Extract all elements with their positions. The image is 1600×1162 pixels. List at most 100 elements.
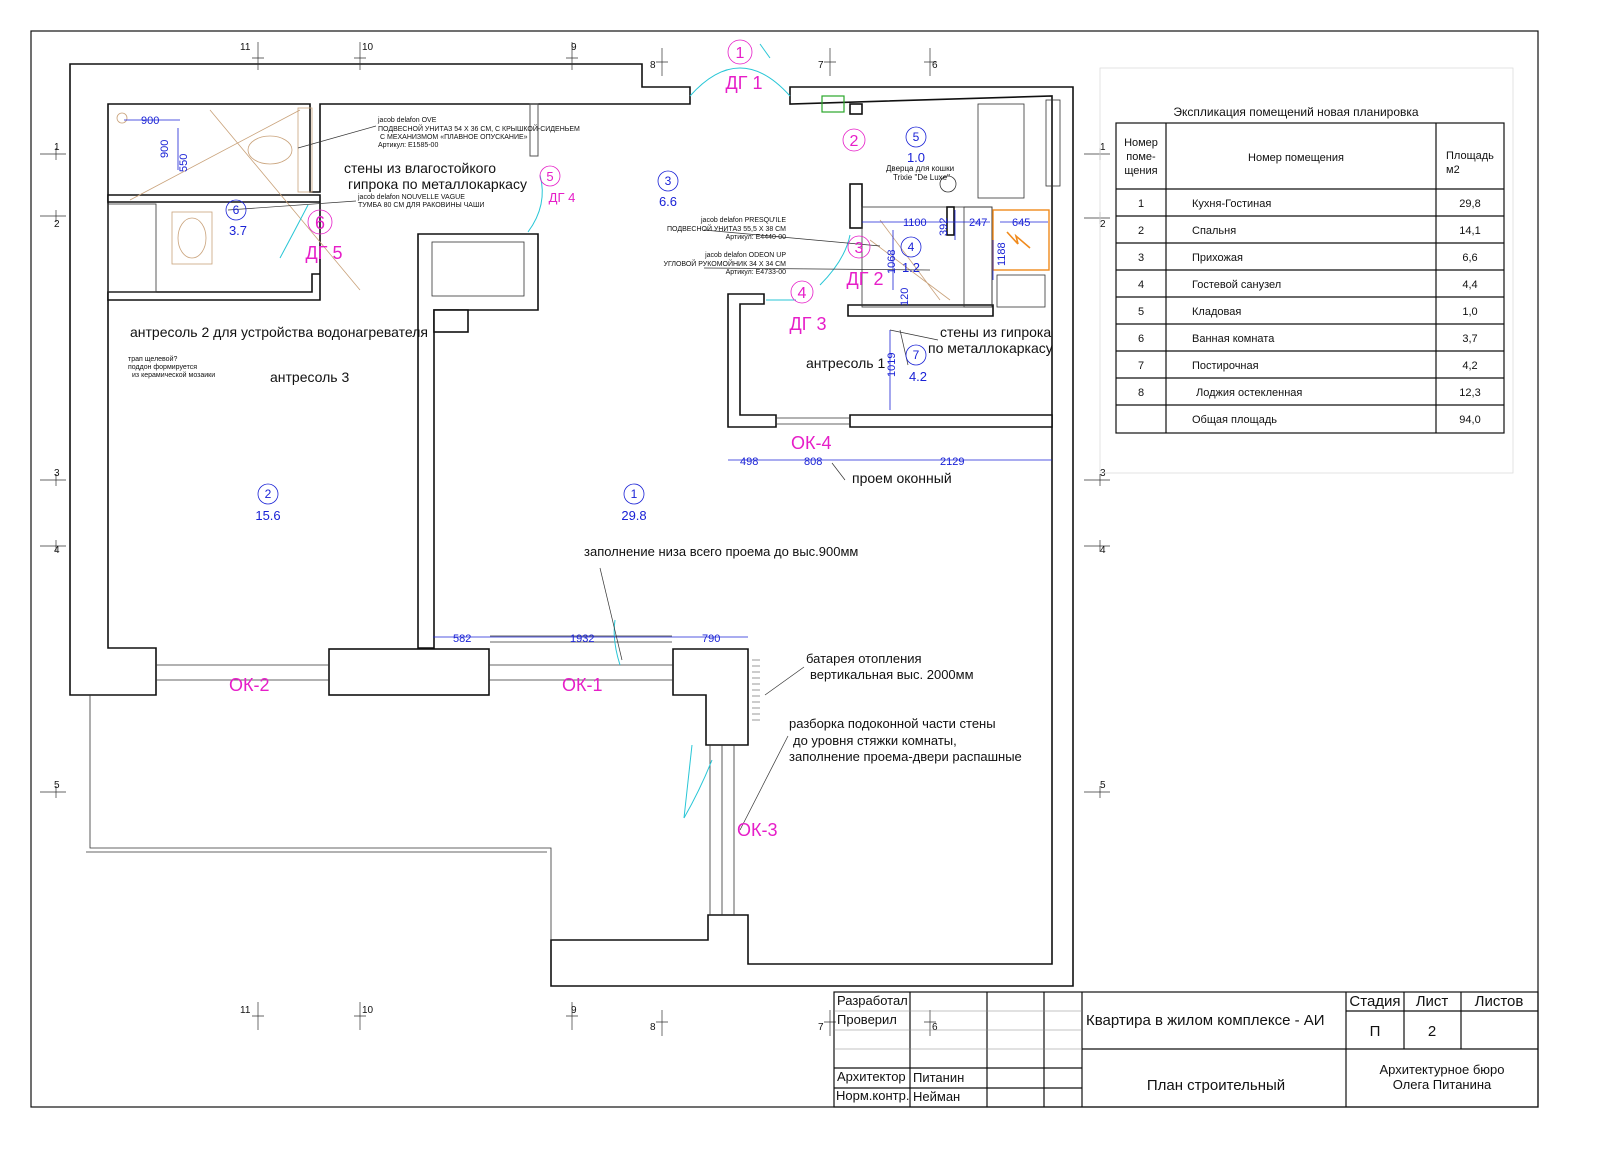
room-area: 3.7 <box>229 223 247 238</box>
axis-label: 6 <box>932 60 938 71</box>
room-number: 2 <box>850 133 859 150</box>
table-title: Экспликация помещений новая планировка <box>1173 105 1418 119</box>
door-label: ДГ 1 <box>726 73 763 93</box>
dimension-lines <box>124 119 1052 638</box>
stamp-norm-label: Норм.контр. <box>836 1088 909 1103</box>
axis-label: 5 <box>54 780 60 791</box>
table-header-cell: щения <box>1124 165 1157 177</box>
note-sink2-2: УГЛОВОЙ РУКОМОЙНИК 34 X 34 СМ <box>664 259 787 268</box>
stamp-developed-label: Разработал <box>837 993 908 1008</box>
note-dismantle: разборка подоконной части стены <box>789 716 996 731</box>
table-cell: 6 <box>1138 333 1144 345</box>
door-4: ДГ 4 <box>549 190 576 205</box>
dimension-text: 808 <box>804 456 822 468</box>
window-label: ОК-1 <box>562 675 603 695</box>
room-marker-magenta: 2 <box>842 128 866 152</box>
table-cell: 8 <box>1138 387 1144 399</box>
dimension-text: 120 <box>899 288 911 306</box>
window-labels: ОК-1 ОК-2 ОК-3 ОК-4 <box>229 433 832 840</box>
dimension-texts: 900 900 550 1100 392 247 645 1068 1188 1… <box>141 115 1030 645</box>
table-row: 1 Кухня-Гостиная 29,8 <box>1138 198 1481 210</box>
table-cell: Общая площадь <box>1192 414 1277 426</box>
table-header-cell: поме- <box>1126 151 1156 163</box>
note-radiator: батарея отопления <box>806 651 922 666</box>
table-row: 3 Прихожая 6,6 <box>1138 252 1478 264</box>
note-wc1-4: Артикул: E1585-00 <box>378 142 438 149</box>
door-label: ДГ 2 <box>847 269 884 289</box>
door-1: 1 ДГ 1 <box>726 39 763 93</box>
axis-label: 4 <box>1100 545 1106 556</box>
table-cell: 94,0 <box>1459 414 1480 426</box>
table-row: 8 Лоджия остекленная 12,3 <box>1138 387 1481 399</box>
table-row: 7 Постирочная 4,2 <box>1138 360 1478 372</box>
table-cell: Гостевой санузел <box>1192 279 1281 291</box>
door-number: 6 <box>315 213 325 233</box>
room-4: 4 1.2 <box>900 236 922 275</box>
stamp-sheet: 2 <box>1428 1023 1436 1040</box>
note-drain-2: поддон формируется <box>128 364 197 371</box>
table-cell: Кухня-Гостиная <box>1192 198 1271 210</box>
table-header-cell: Номер помещения <box>1248 152 1344 164</box>
dimension-text: 900 <box>159 140 171 158</box>
room-area: 15.6 <box>255 508 280 523</box>
axis-label: 3 <box>54 468 60 479</box>
stamp-bureau: Архитектурное бюро <box>1380 1062 1505 1077</box>
dimension-text: 498 <box>740 456 758 468</box>
room-area: 1.2 <box>902 260 920 275</box>
axis-label: 10 <box>362 42 374 53</box>
room-number: 3 <box>665 174 672 188</box>
room-5: 5 1.0 <box>905 126 927 165</box>
table-cell: 5 <box>1138 306 1144 318</box>
note-mezzanine-1: антресоль 1 <box>806 355 885 371</box>
room-number: 4 <box>908 240 915 254</box>
room-area: 6.6 <box>659 194 677 209</box>
axis-label: 8 <box>650 1022 656 1033</box>
note-dismantle-2: до уровня стяжки комнаты, <box>793 733 957 748</box>
table-cell: 3,7 <box>1462 333 1477 345</box>
table-cell: 1,0 <box>1462 306 1477 318</box>
room-area: 1.0 <box>907 150 925 165</box>
table-header-cell: м2 <box>1446 164 1460 176</box>
room-3: 3 6.6 <box>657 170 679 209</box>
axis-label: 9 <box>571 42 577 53</box>
note-radiator-2: вертикальная выс. 2000мм <box>810 667 974 682</box>
dimension-text: 1100 <box>903 217 927 229</box>
room-number: 2 <box>265 487 272 501</box>
table-cell: 4 <box>1138 279 1144 291</box>
axis-label: 8 <box>650 60 656 71</box>
room-number: 7 <box>913 348 920 362</box>
axis-labels: 11 10 9 8 7 6 11 10 9 8 7 6 1 2 3 4 5 1 … <box>54 42 1106 1033</box>
table-cell: 2 <box>1138 225 1144 237</box>
stamp-stage-label: Стадия <box>1349 993 1400 1010</box>
window-label: ОК-4 <box>791 433 832 453</box>
room-2: 2 15.6 <box>255 483 281 523</box>
table-cell: Ванная комната <box>1192 333 1275 345</box>
door-number: 3 <box>855 240 864 257</box>
table-cell: Спальня <box>1192 225 1236 237</box>
note-cat-door-2: Trixie "De Luxe" <box>893 173 950 182</box>
axis-label: 11 <box>240 1005 251 1016</box>
stamp-stage: П <box>1370 1023 1381 1040</box>
axis-label: 9 <box>571 1005 577 1016</box>
door-number: 1 <box>736 45 745 62</box>
note-walls-gypsum-2: по металлокаркасу <box>928 340 1053 356</box>
plan-notes: стены из влагостойкого гипрока по металл… <box>128 117 1053 764</box>
dimension-text: 900 <box>141 115 159 127</box>
note-fill-low: заполнение низа всего проема до выс.900м… <box>584 544 858 559</box>
axis-label: 6 <box>932 1022 938 1033</box>
table-row: 2 Спальня 14,1 <box>1138 225 1481 237</box>
table-row: 4 Гостевой санузел 4,4 <box>1138 279 1478 291</box>
stamp-checked-label: Проверил <box>837 1012 897 1027</box>
dimension-text: 392 <box>938 218 950 236</box>
axis-label: 7 <box>818 60 824 71</box>
axis-label: 3 <box>1100 468 1106 479</box>
table-cell: Прихожая <box>1192 252 1243 264</box>
stamp-norm-name: Нейман <box>913 1089 960 1104</box>
table-cell: 3 <box>1138 252 1144 264</box>
dimension-text: 1188 <box>996 242 1008 266</box>
table-cell: 1 <box>1138 198 1144 210</box>
table-row: Общая площадь 94,0 <box>1192 414 1481 426</box>
door-label: ДГ 3 <box>790 314 827 334</box>
door-label: ДГ 4 <box>549 190 576 205</box>
dimension-text: 1932 <box>570 633 594 645</box>
